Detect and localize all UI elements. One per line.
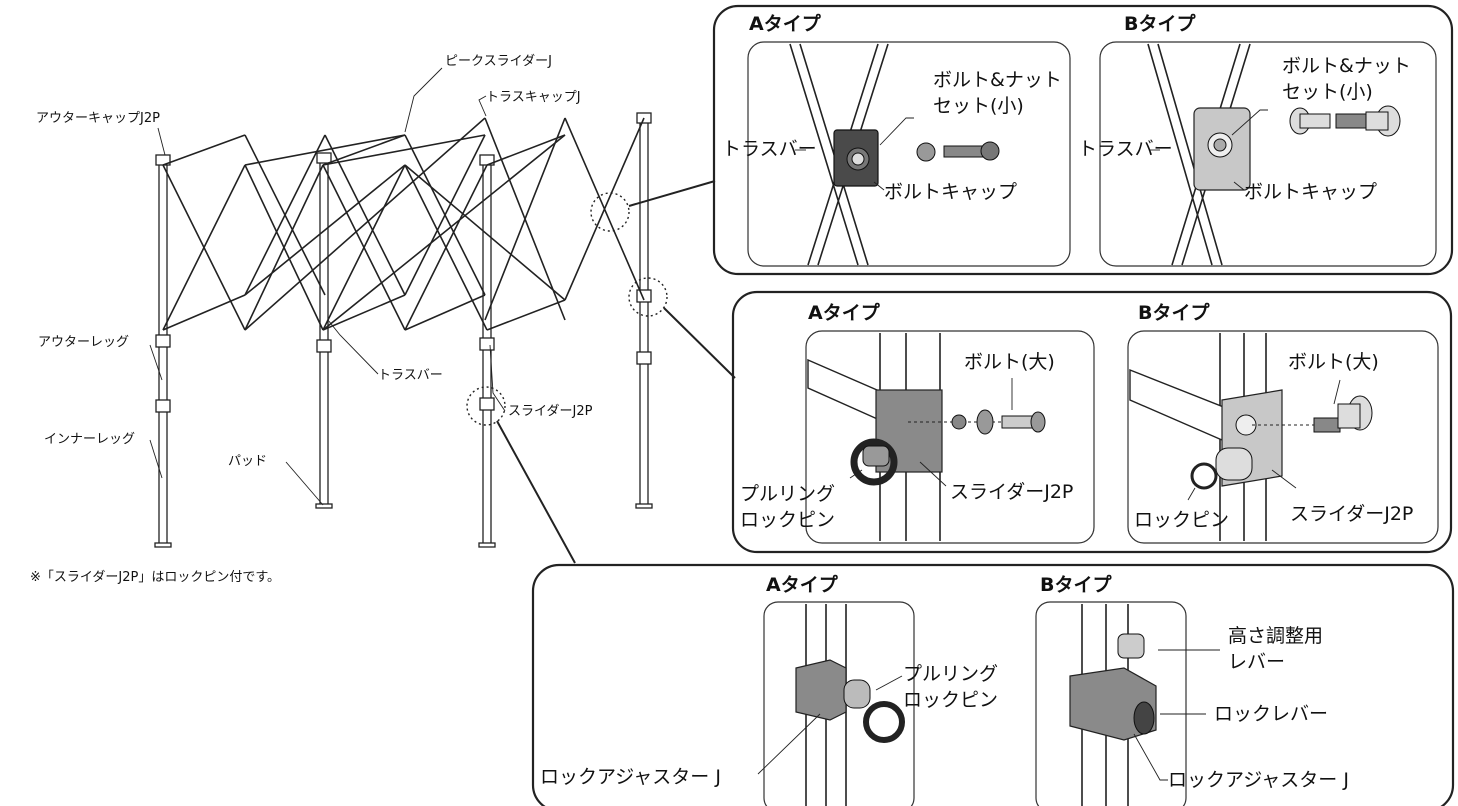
callout-circle-adjuster — [466, 386, 506, 426]
pad — [154, 542, 172, 548]
label-truss-bar: トラスバー — [378, 368, 443, 383]
leg-front-left — [158, 159, 168, 546]
connector-adjuster — [496, 420, 576, 564]
label-peak-slider: ピークスライダーJ — [445, 54, 552, 69]
callout-circle-truss — [590, 192, 630, 232]
panel-truss-joint: Aタイプ トラスバー ボルト&ナット セット(小) ボルトキャップ Bタイプ — [712, 4, 1454, 276]
title-a-type: Aタイプ — [749, 12, 822, 35]
label-lock-pin-b: ロックピン — [1134, 509, 1229, 531]
label-outer-leg: アウターレッグ — [38, 335, 129, 350]
label-outer-cap: アウターキャップJ2P — [36, 111, 160, 126]
lock-pin-ring-icon — [1190, 462, 1218, 490]
truss-joint-a-illustration — [789, 43, 1000, 266]
tent-legs — [154, 112, 653, 548]
label-bolt-nut-b-1: ボルト&ナット — [1282, 55, 1411, 77]
footnote: ※「スライダーJ2P」はロックピン付です。 — [30, 570, 280, 585]
label-pad: パッド — [228, 454, 267, 469]
connector-truss — [628, 180, 716, 207]
label-adjuster-b: ロックアジャスター J — [1168, 769, 1349, 791]
slider-a-illustration — [807, 333, 1046, 541]
label-pull-ring-adj-1: プルリング — [903, 663, 998, 685]
callout-circle-slider — [628, 277, 668, 317]
bolt-icon — [980, 141, 1000, 161]
title-b-type-adjuster: Bタイプ — [1040, 573, 1112, 596]
label-slider-j2p: スライダーJ2P — [508, 404, 593, 419]
nut-icon — [916, 142, 936, 162]
pull-ring-adjuster-icon — [863, 701, 905, 743]
label-bolt-nut-a-1: ボルト&ナット — [933, 69, 1062, 91]
label-pull-ring-a-1: プルリング — [740, 483, 835, 505]
height-lever-icon — [1117, 633, 1145, 659]
label-bolt-nut-a-2: セット(小) — [933, 95, 1024, 117]
label-pull-ring-a-2: ロックピン — [740, 509, 835, 531]
label-slider-a: スライダーJ2P — [950, 481, 1073, 503]
connector-slider — [663, 307, 736, 379]
label-bolt-large-b: ボルト(大) — [1288, 351, 1379, 373]
title-b-type: Bタイプ — [1124, 12, 1196, 35]
label-height-lever-1: 高さ調整用 — [1228, 625, 1323, 647]
label-bolt-nut-b-2: セット(小) — [1282, 81, 1373, 103]
label-bolt-large-a: ボルト(大) — [964, 351, 1055, 373]
tent-frame-overview: ピークスライダーJ トラスキャップJ アウターキャップJ2P アウターレッグ イ… — [30, 54, 736, 585]
title-a-type-adjuster: Aタイプ — [766, 573, 839, 596]
leg-front-mid — [319, 157, 329, 507]
lock-adjuster-a — [795, 659, 847, 721]
label-adjuster-a: ロックアジャスター J — [540, 766, 721, 788]
label-bolt-cap-a: ボルトキャップ — [884, 181, 1017, 203]
title-a-type-slider: Aタイプ — [808, 301, 881, 324]
label-truss-cap: トラスキャップJ — [486, 90, 581, 105]
label-truss-bar-a: トラスバー — [722, 138, 817, 160]
label-pull-ring-adj-2: ロックピン — [903, 689, 998, 711]
leg-back-right — [639, 117, 649, 507]
slider-b-illustration — [1129, 333, 1373, 541]
leg-front-right — [482, 159, 492, 546]
pull-ring-icon — [850, 438, 898, 486]
label-height-lever-2: レバー — [1228, 651, 1285, 673]
lock-lever-icon — [1133, 701, 1155, 735]
label-inner-leg: インナーレッグ — [44, 432, 135, 447]
label-lock-lever: ロックレバー — [1214, 703, 1328, 725]
panel-lock-adjuster: Aタイプ プルリング ロックピン ロックアジャスター J Bタイプ — [531, 563, 1455, 806]
label-slider-b: スライダーJ2P — [1290, 503, 1413, 525]
truss-joint-b-illustration — [1147, 43, 1401, 266]
panel-slider: Aタイプ ボルト(大) プルリング ロックピン スライダーJ2P Bタイプ — [731, 290, 1453, 554]
title-b-type-slider: Bタイプ — [1138, 301, 1210, 324]
adjuster-b-illustration — [1069, 604, 1157, 806]
label-truss-bar-b: トラスバー — [1078, 138, 1173, 160]
adjuster-a-illustration — [795, 604, 905, 806]
truss-bars — [162, 117, 645, 331]
label-bolt-cap-b: ボルトキャップ — [1244, 181, 1377, 203]
